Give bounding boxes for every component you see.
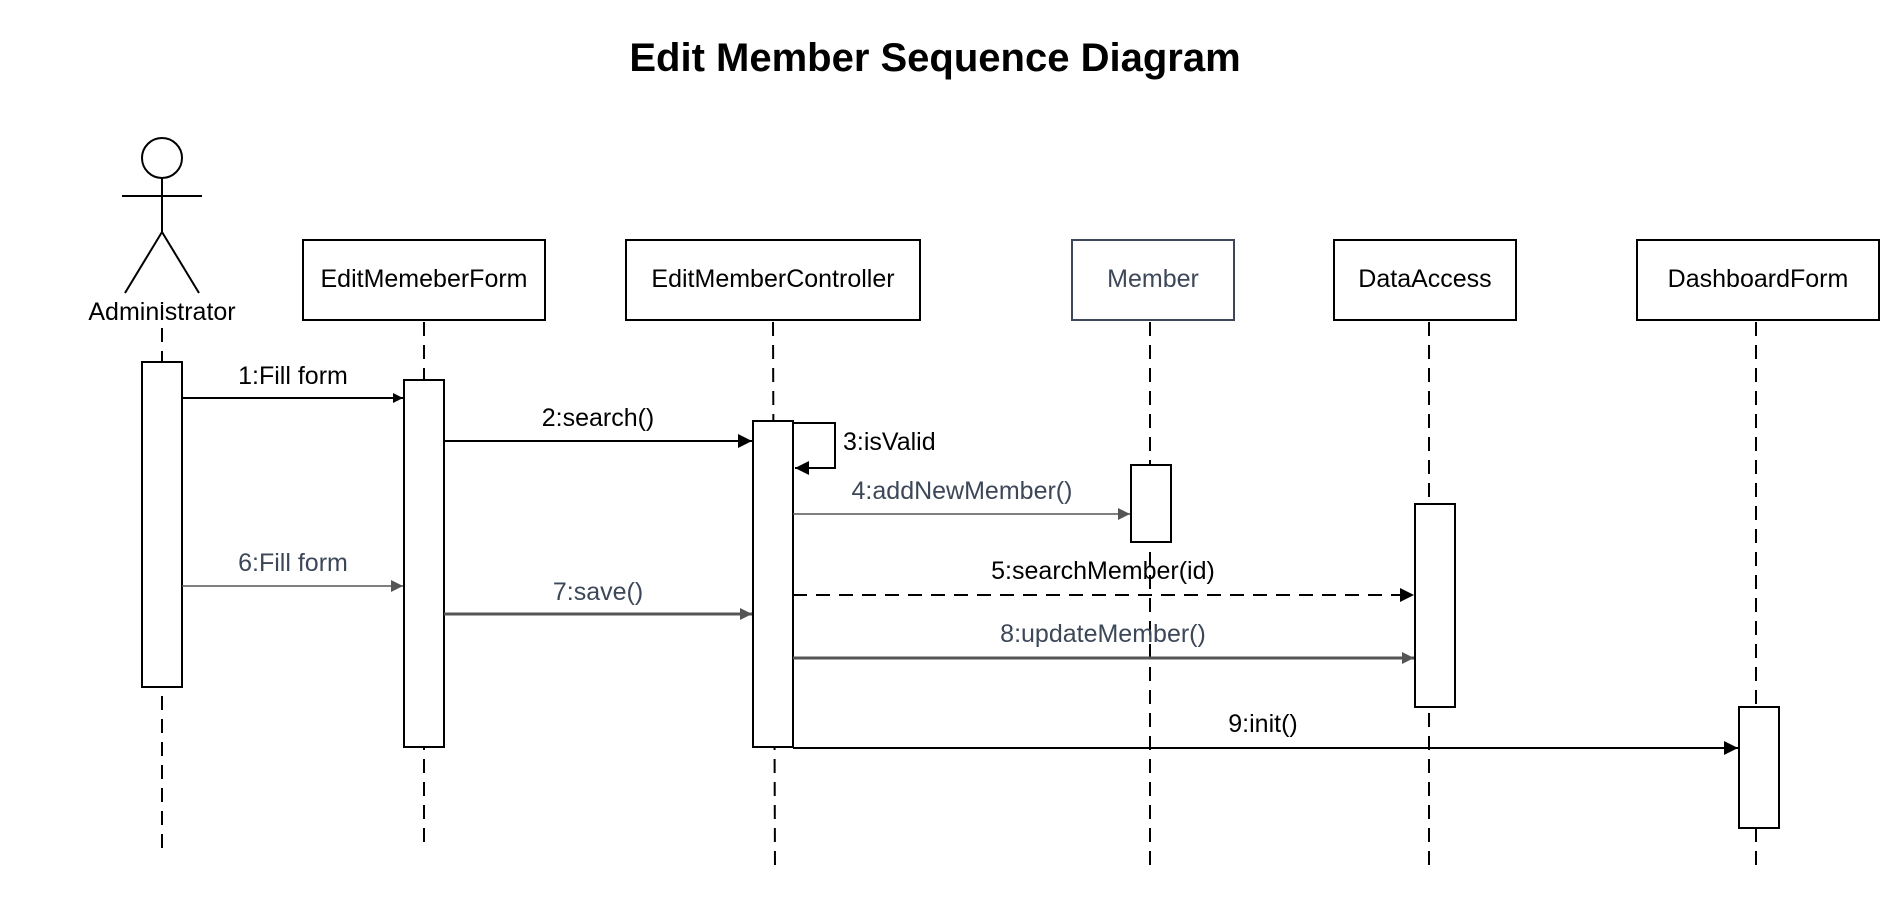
activation-form [403,379,445,748]
message-1-label: 1:Fill form [238,362,348,390]
activation-administrator [141,361,183,688]
actor-icon [122,137,202,294]
message-3-label: 3:isValid [843,428,936,456]
participant-dataaccess: DataAccess [1333,239,1517,321]
message-9-label: 9:init() [1228,710,1297,738]
participant-label-form: EditMemeberForm [321,265,528,293]
participant-label-member: Member [1107,265,1199,293]
message-7-label: 7:save() [553,578,643,606]
actor-label: Administrator [88,298,235,326]
activation-member [1130,464,1172,543]
participant-controller: EditMemberController [625,239,921,321]
message-6-label: 6:Fill form [238,549,348,577]
participant-member: Member [1071,239,1235,321]
message-3-arrow [793,422,836,475]
activation-dataaccess [1414,503,1456,708]
activation-dashboard [1738,706,1780,829]
activation-controller [752,420,794,748]
activation-bars [141,361,1780,829]
diagram-title: Edit Member Sequence Diagram [629,36,1240,80]
message-4-label: 4:addNewMember() [852,477,1073,505]
message-2-label: 2:search() [542,404,655,432]
participant-dashboard: DashboardForm [1636,239,1880,321]
participant-label-dataaccess: DataAccess [1358,265,1491,293]
lifelines [161,305,1757,871]
participant-form: EditMemeberForm [302,239,546,321]
participant-label-controller: EditMemberController [651,265,894,293]
message-8-label: 8:updateMember() [1000,620,1206,648]
participant-label-dashboard: DashboardForm [1668,265,1849,293]
message-5-label: 5:searchMember(id) [991,557,1215,585]
